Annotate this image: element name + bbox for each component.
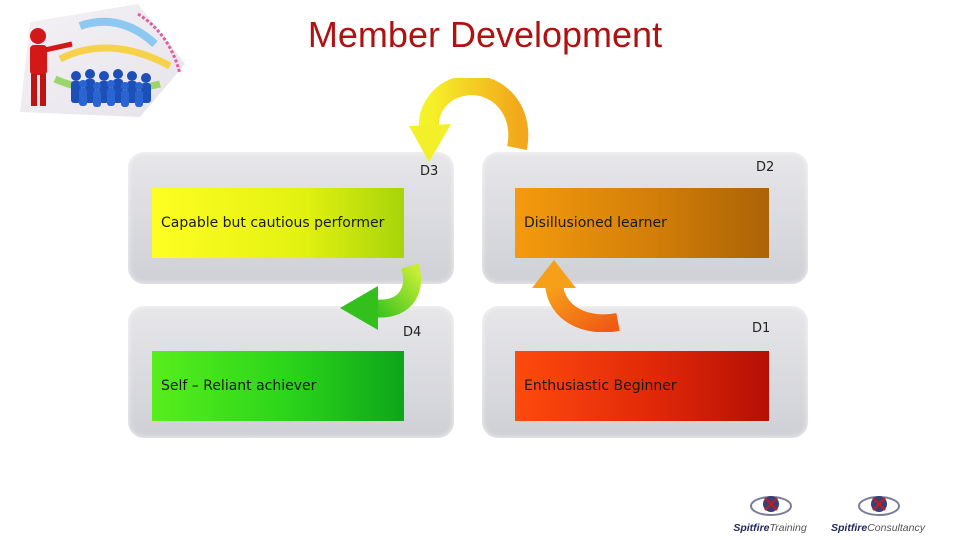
disillusioned-learner-box: Disillusioned learner <box>515 188 769 258</box>
quadrant-label: Enthusiastic Beginner <box>524 378 677 394</box>
spitfire-crest-icon <box>750 496 792 516</box>
quadrant-label: Disillusioned learner <box>524 215 667 231</box>
slide-title: Member Development <box>307 14 663 55</box>
situational-leadership-people-icon <box>20 4 185 117</box>
spitfire-consultancy-logo: SpitfireConsultancy <box>818 490 938 536</box>
quadrant-label: Capable but cautious performer <box>161 215 385 231</box>
self-reliant-achiever-box: Self – Reliant achiever <box>152 351 404 421</box>
brand-name: SpitfireTraining <box>733 522 807 534</box>
stage-label-d2: D2 <box>756 160 775 175</box>
stage-label-d1: D1 <box>752 321 771 336</box>
curved-arrow-icon <box>340 263 421 330</box>
stage-label-d4: D4 <box>403 325 422 340</box>
curved-arrow-icon <box>532 260 620 332</box>
enthusiastic-beginner-box: Enthusiastic Beginner <box>515 351 769 421</box>
brand-name: SpitfireConsultancy <box>831 522 925 534</box>
curved-arrow-icon <box>409 78 529 162</box>
spitfire-crest-icon <box>858 496 900 516</box>
spitfire-training-logo: SpitfireTraining <box>710 490 830 536</box>
stage-label-d3: D3 <box>420 164 439 179</box>
capable-cautious-performer-box: Capable but cautious performer <box>152 188 404 258</box>
quadrant-label: Self – Reliant achiever <box>161 378 317 394</box>
